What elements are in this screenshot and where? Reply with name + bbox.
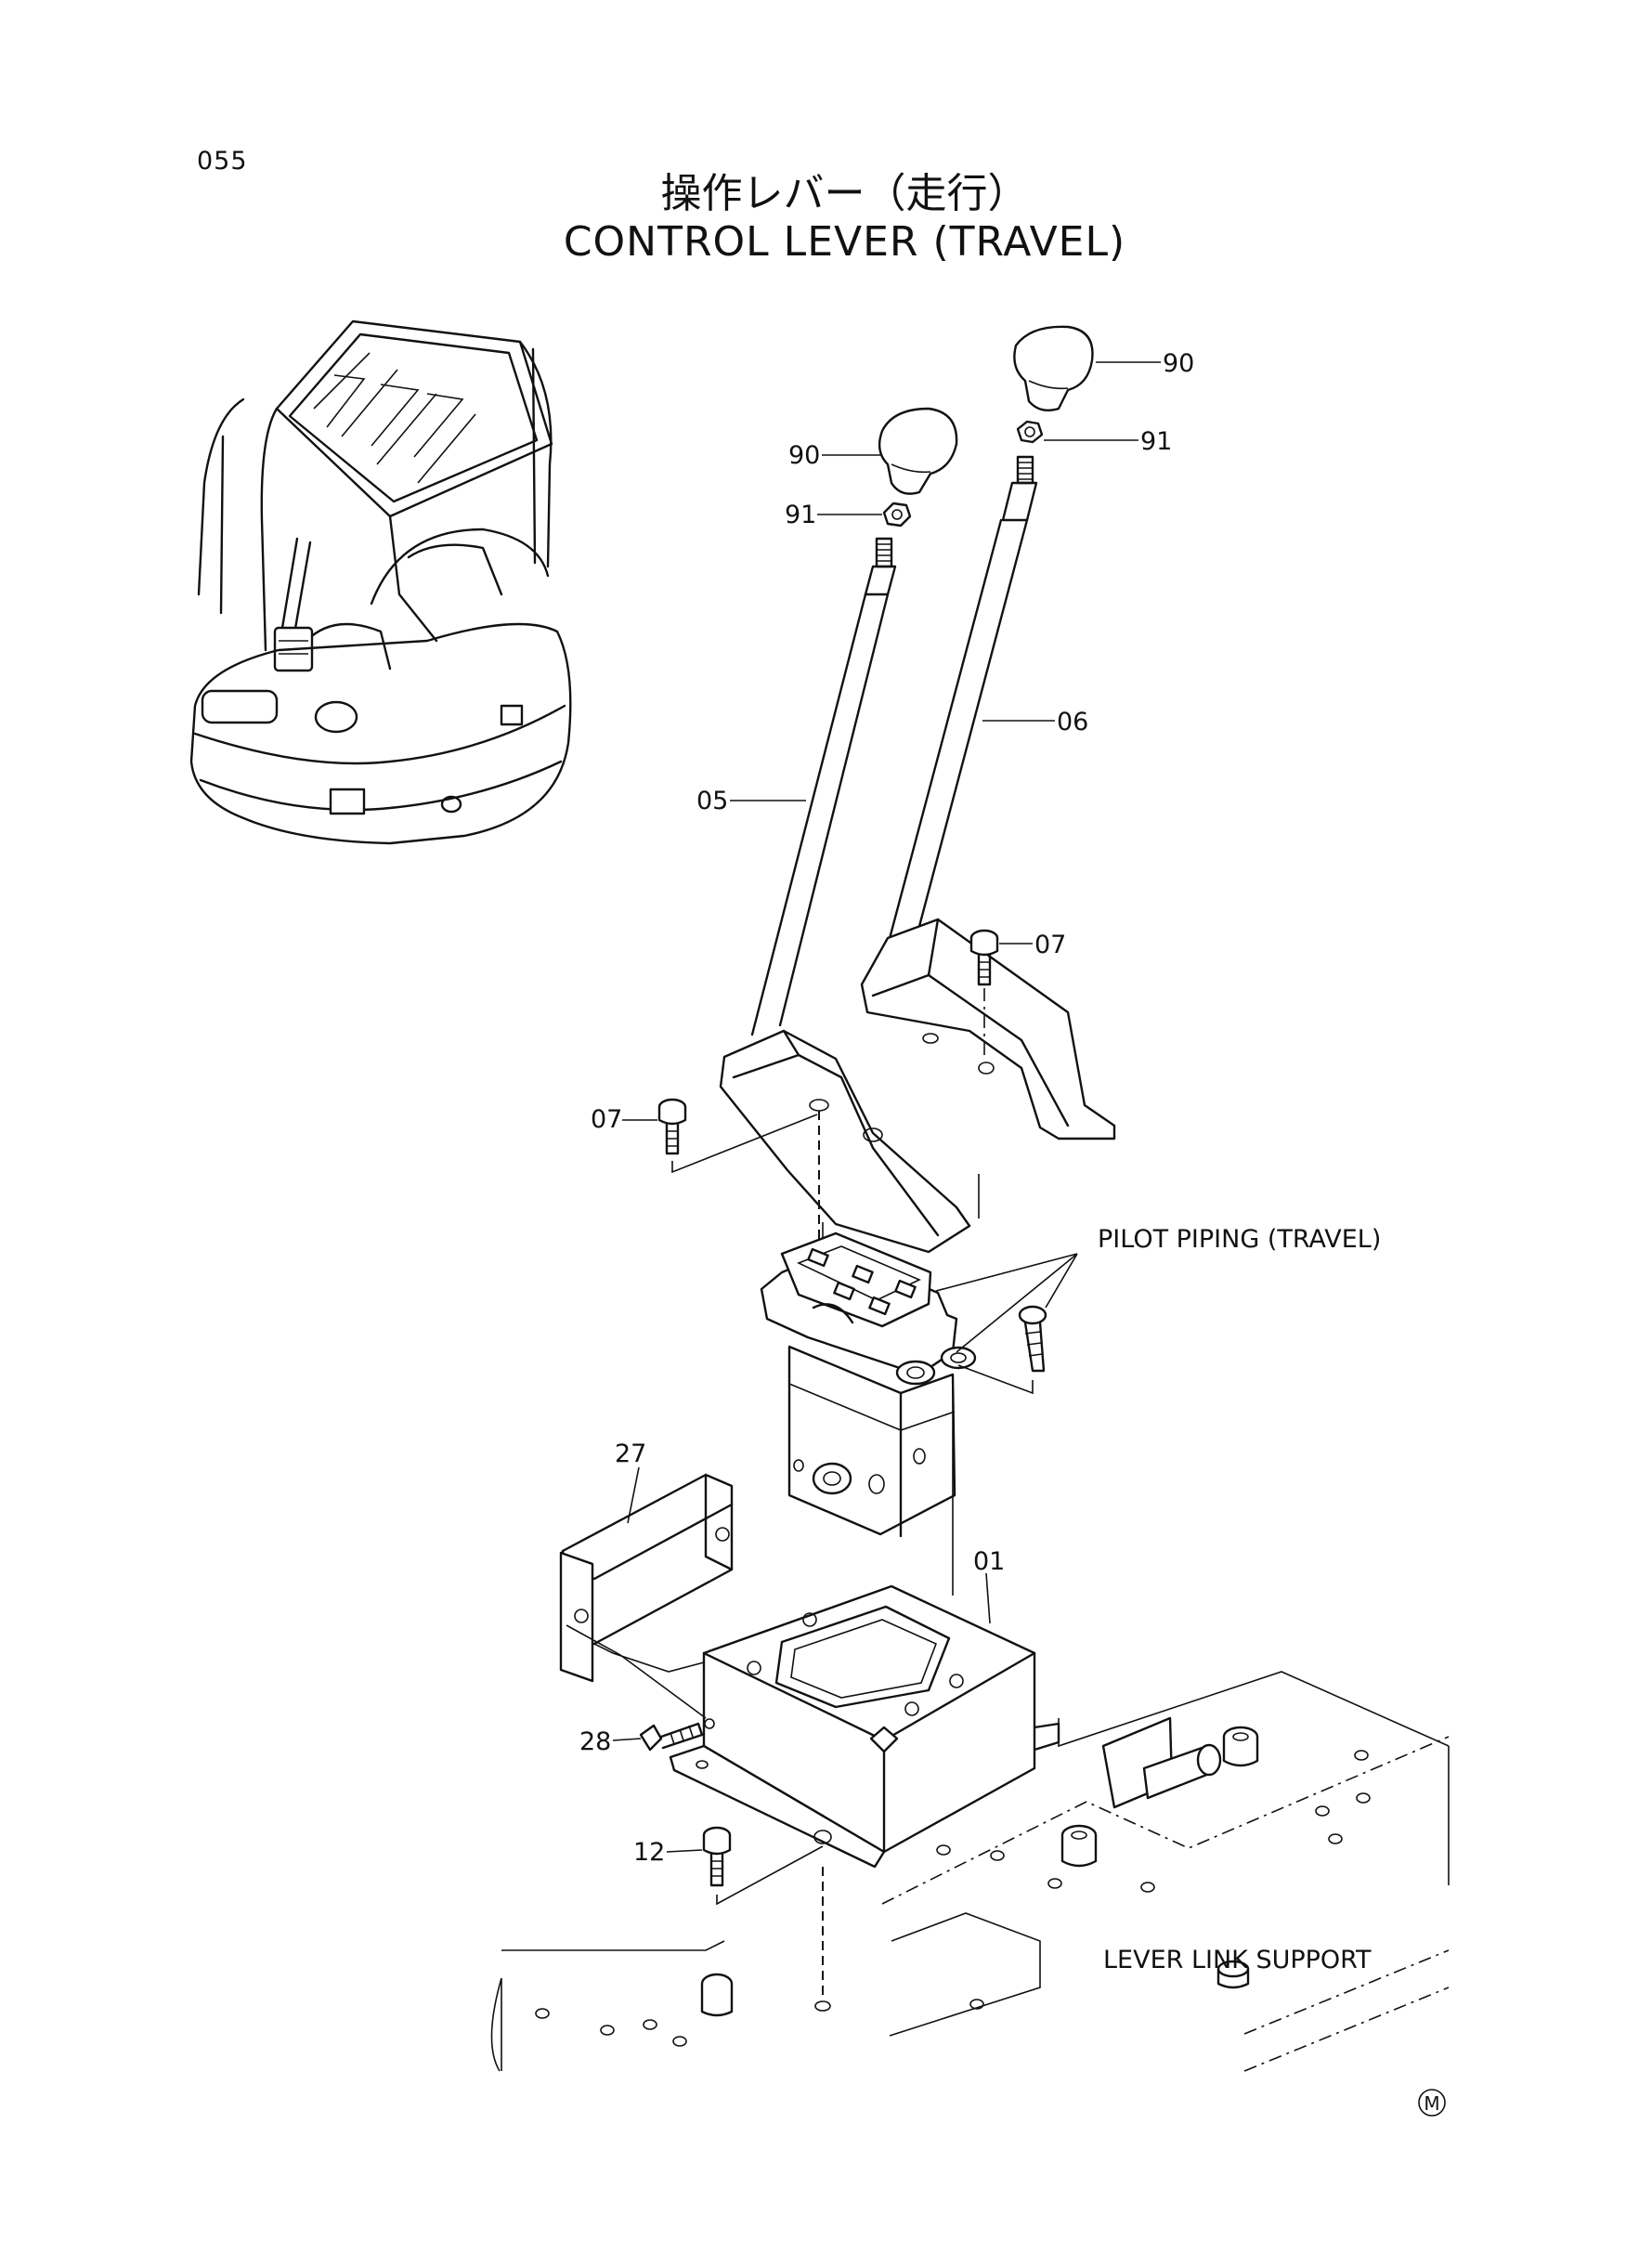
bolt-28 [639, 1718, 715, 1752]
nut-left [882, 502, 912, 528]
pilot-piping-screw [1018, 1305, 1047, 1373]
circled-m-icon: M [1418, 2089, 1446, 2117]
callout-01: 01 [973, 1547, 1005, 1576]
callout-07-left: 07 [591, 1105, 622, 1134]
callout-90-right: 90 [1163, 349, 1194, 378]
plate-27 [559, 1473, 734, 1683]
bolt-07-right [969, 929, 999, 986]
callout-91-right: 91 [1140, 427, 1172, 456]
lever-link-support-label: LEVER LINK SUPPORT [1103, 1946, 1372, 1974]
callout-07-right: 07 [1034, 931, 1066, 959]
pilot-piping-label: PILOT PIPING (TRAVEL) [1098, 1225, 1381, 1254]
callout-06: 06 [1057, 708, 1088, 736]
lever-link-support [490, 1671, 1450, 2072]
lever-left [719, 537, 971, 1254]
callout-90-left: 90 [788, 441, 820, 470]
circled-m-letter: M [1424, 2092, 1439, 2115]
page-number: 055 [197, 147, 248, 176]
knob-left [878, 407, 958, 495]
callout-28: 28 [579, 1727, 611, 1756]
knob-right [1013, 325, 1094, 411]
callout-05: 05 [696, 787, 728, 815]
callout-12: 12 [633, 1838, 665, 1867]
title-english: CONTROL LEVER (TRAVEL) [563, 218, 1126, 266]
bolt-07-left [657, 1098, 687, 1155]
excavator-cab-icon [189, 319, 572, 845]
lever-right [860, 455, 1116, 1140]
callout-27: 27 [615, 1440, 646, 1468]
bolt-12 [702, 1826, 732, 1887]
title-japanese: 操作レバー（走行） [660, 170, 1029, 217]
bracket-01 [669, 1584, 1060, 1869]
callout-91-left: 91 [785, 501, 816, 529]
pilot-valve [760, 1231, 977, 1538]
nut-right [1016, 420, 1044, 444]
